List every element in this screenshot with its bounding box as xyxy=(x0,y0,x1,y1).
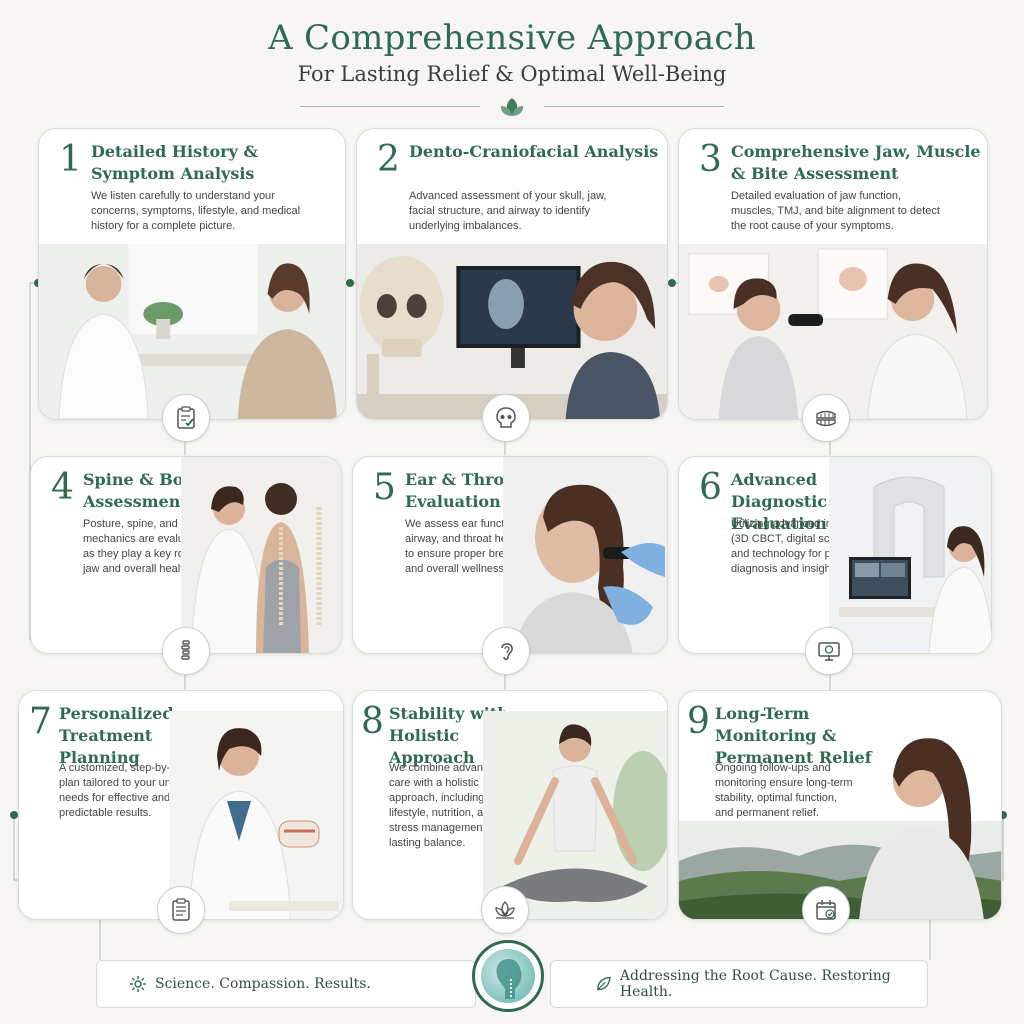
step-title: Comprehensive Jaw, Muscle & Bite Assessm… xyxy=(731,142,981,183)
footer-tagline-left: Science. Compassion. Results. xyxy=(96,960,476,1008)
step-description: Detailed evaluation of jaw function, mus… xyxy=(731,190,940,232)
skull-icon xyxy=(482,394,530,442)
clipboard-check-icon xyxy=(162,394,210,442)
step-description: Posture, spine, and body mechanics are e… xyxy=(83,518,206,575)
step-card-6: 6 Advanced Diagnostic Evaluation Utilizi… xyxy=(678,456,992,654)
ear-exam-photo xyxy=(503,457,667,653)
connector-dot xyxy=(999,811,1007,819)
step-card-5: 5 Ear & Throat Evaluation We assess ear … xyxy=(352,456,668,654)
step-title: Long-Term Monitoring & Permanent Relief xyxy=(715,704,872,767)
step-title: Advanced Diagnostic Evaluation xyxy=(731,470,828,533)
step-title: Dento-Craniofacial Analysis xyxy=(409,142,659,161)
jaw-assessment-photo xyxy=(679,244,987,419)
step-description: We listen carefully to understand your c… xyxy=(91,190,301,232)
monitor-scan-icon xyxy=(805,627,853,675)
imaging-photo xyxy=(829,457,991,653)
footer-left-text: Science. Compassion. Results. xyxy=(155,976,371,992)
spine-icon xyxy=(162,627,210,675)
step-card-4: 4 Spine & Body Assessment Posture, spine… xyxy=(30,456,342,654)
step-description: Advanced assessment of your skull, jaw, … xyxy=(409,190,607,232)
step-title: Personalized Treatment Planning xyxy=(59,704,174,767)
step-number: 8 xyxy=(361,701,384,742)
consultation-photo xyxy=(39,244,345,419)
divider-left xyxy=(300,106,480,107)
step-description: Ongoing follow-ups and monitoring ensure… xyxy=(715,762,853,819)
footer-right-text: Addressing the Root Cause. Restoring Hea… xyxy=(619,968,891,1000)
bite-icon xyxy=(802,394,850,442)
woman-portrait-photo xyxy=(859,738,984,919)
step-number: 2 xyxy=(377,139,400,180)
step-title: Detailed History & Symptom Analysis xyxy=(91,142,258,183)
step-number: 6 xyxy=(699,467,722,508)
step-number: 4 xyxy=(51,467,74,508)
page-subtitle: For Lasting Relief & Optimal Well-Being xyxy=(297,62,727,86)
step-title: Spine & Body Assessment xyxy=(83,470,204,511)
page-title: A Comprehensive Approach xyxy=(268,18,756,58)
clipboard-list-icon xyxy=(157,886,205,934)
lotus-icon xyxy=(481,886,529,934)
step-description: We assess ear function, airway, and thro… xyxy=(405,518,535,575)
step-card-1: 1 Detailed History & Symptom Analysis We… xyxy=(38,128,346,420)
leaf-icon xyxy=(597,976,611,991)
step-card-9: 9 Long-Term Monitoring & Permanent Relie… xyxy=(678,690,1002,920)
calendar-check-icon xyxy=(802,886,850,934)
leaf-icon xyxy=(500,98,524,116)
connector-dot xyxy=(10,811,18,819)
step-number: 5 xyxy=(373,467,396,508)
step-title: Stability with Holistic Approach xyxy=(389,704,509,767)
skull-scan-photo xyxy=(357,244,667,419)
step-number: 3 xyxy=(699,139,722,180)
ear-icon xyxy=(482,627,530,675)
spine-assessment-photo xyxy=(181,457,341,653)
treatment-planning-photo xyxy=(169,711,343,919)
divider-right xyxy=(544,106,724,107)
connector-dot xyxy=(346,279,354,287)
footer-tagline-right: Addressing the Root Cause. Restoring Hea… xyxy=(550,960,928,1008)
step-number: 7 xyxy=(29,701,52,742)
meditation-photo xyxy=(483,711,667,919)
step-card-2: 2 Dento-Craniofacial Analysis Advanced a… xyxy=(356,128,668,420)
head-anatomy-icon xyxy=(496,959,522,999)
step-card-7: 7 Personalized Treatment Planning A cust… xyxy=(18,690,344,920)
gear-icon xyxy=(130,976,146,992)
step-description: We combine advanced care with a holistic… xyxy=(389,762,502,849)
connector-dot xyxy=(668,279,676,287)
step-description: A customized, step-by-step plan tailored… xyxy=(59,762,192,819)
step-card-8: 8 Stability with Holistic Approach We co… xyxy=(352,690,668,920)
step-card-3: 3 Comprehensive Jaw, Muscle & Bite Asses… xyxy=(678,128,988,420)
anatomy-medallion xyxy=(472,940,544,1012)
step-title: Ear & Throat Evaluation xyxy=(405,470,522,511)
step-number: 1 xyxy=(59,139,82,180)
step-number: 9 xyxy=(687,701,710,742)
